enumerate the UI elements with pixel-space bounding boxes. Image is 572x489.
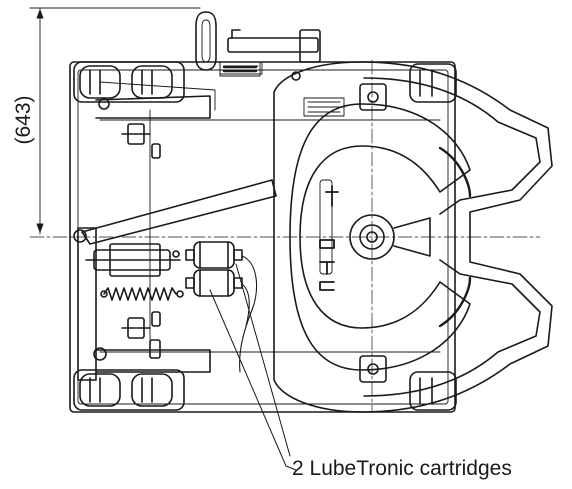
dimension-label: (643) bbox=[12, 95, 35, 145]
mounting-pads-bottom bbox=[73, 369, 457, 411]
callout-leaders bbox=[209, 263, 297, 471]
dimension-lines bbox=[29, 7, 201, 235]
manufacturer-plate-left bbox=[219, 61, 263, 75]
manufacturer-plate-right bbox=[303, 97, 345, 117]
callout-label: 2 LubeTronic cartridges bbox=[292, 457, 512, 480]
return-spring bbox=[100, 287, 184, 301]
fittings bbox=[121, 123, 161, 359]
mounting-pads-top bbox=[73, 61, 457, 103]
lubetronic-cartridges bbox=[185, 241, 258, 373]
jost-logo-plate bbox=[319, 185, 339, 291]
air-cylinder bbox=[85, 243, 181, 277]
centerlines bbox=[29, 59, 541, 413]
coupler-plate bbox=[273, 61, 553, 413]
linkage bbox=[73, 81, 277, 381]
